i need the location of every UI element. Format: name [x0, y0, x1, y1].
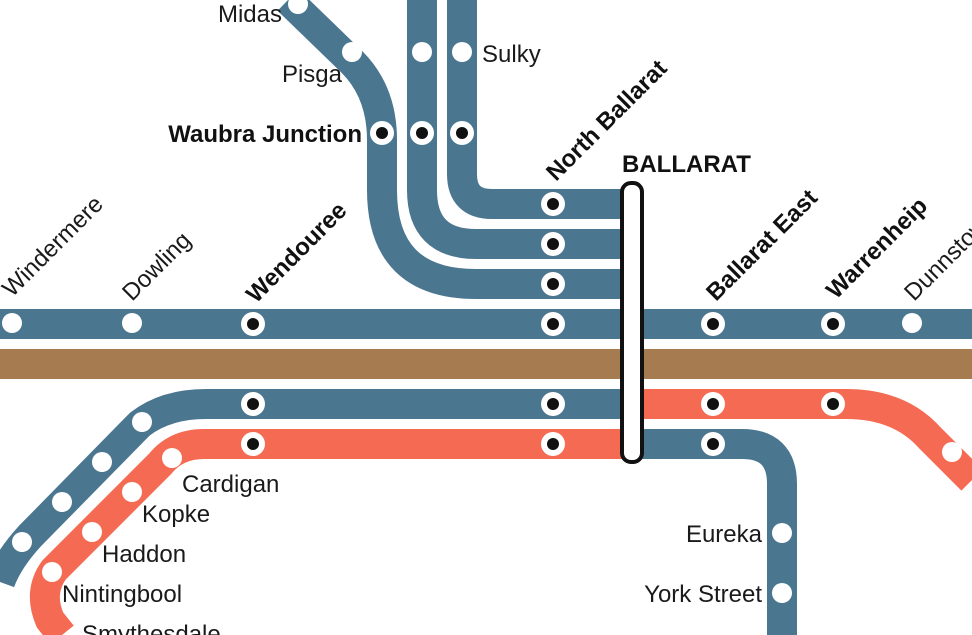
- stop-dunnstown[interactable]: [902, 313, 922, 333]
- station-label-kopke: Kopke: [142, 501, 210, 528]
- south-west-orange-line: [29, 429, 632, 635]
- station-label-dowling: Dowling: [117, 227, 196, 306]
- north-line-a: [407, 0, 632, 259]
- interchange-north-ballarat-1[interactable]: [541, 192, 565, 216]
- stop-windermere[interactable]: [2, 313, 22, 333]
- midas-line: [277, 0, 632, 299]
- station-label-cardigan: Cardigan: [182, 471, 279, 498]
- station-label-windermere: Windermere: [0, 191, 109, 303]
- interchange-wendouree-south-2[interactable]: [241, 432, 265, 456]
- east-orange-line: [632, 389, 972, 491]
- stop-east-orange[interactable]: [942, 442, 962, 462]
- hub-label-ballarat: BALLARAT: [622, 151, 751, 178]
- interchange-north-ballarat-4[interactable]: [541, 312, 565, 336]
- station-label-sulky: Sulky: [482, 41, 541, 68]
- station-label-pisga: Pisga: [282, 61, 343, 88]
- stop-york-street[interactable]: [772, 583, 792, 603]
- interchange-warrenheip[interactable]: [821, 312, 845, 336]
- interchange-wendouree-south-1[interactable]: [241, 392, 265, 416]
- interchange-waubra-2[interactable]: [410, 121, 434, 145]
- eureka-line: [632, 429, 797, 635]
- interchange-wendouree[interactable]: [241, 312, 265, 336]
- interchange-waubra-1[interactable]: [370, 121, 394, 145]
- station-label-eureka: Eureka: [686, 521, 763, 548]
- stop-haddon[interactable]: [82, 522, 102, 542]
- stop-midas[interactable]: [288, 0, 308, 14]
- station-label-midas: Midas: [218, 1, 282, 28]
- stop-blue-sw-1[interactable]: [132, 412, 152, 432]
- stop-blue-sw-4[interactable]: [12, 532, 32, 552]
- station-label-waubra-junction: Waubra Junction: [168, 121, 362, 148]
- interchange-waubra-3[interactable]: [450, 121, 474, 145]
- station-label-wendouree: Wendouree: [241, 197, 352, 308]
- interchange-ballarat-east-south-2[interactable]: [701, 432, 725, 456]
- sulky-line: [447, 0, 632, 219]
- regular-stops: [2, 0, 962, 603]
- stop-pisga[interactable]: [342, 42, 362, 62]
- stop-blue-sw-3[interactable]: [52, 492, 72, 512]
- stop-cardigan[interactable]: [162, 448, 182, 468]
- station-label-haddon: Haddon: [102, 541, 186, 568]
- station-label-smythesdale: Smythesdale: [82, 621, 221, 635]
- brown-band-line: [0, 349, 972, 379]
- station-label-ballarat-east: Ballarat East: [701, 184, 823, 306]
- stop-blue-sw-2[interactable]: [92, 452, 112, 472]
- interchange-north-ballarat-south-1[interactable]: [541, 392, 565, 416]
- interchange-north-ballarat-2[interactable]: [541, 232, 565, 256]
- interchange-ballarat-east[interactable]: [701, 312, 725, 336]
- interchange-north-ballarat-south-2[interactable]: [541, 432, 565, 456]
- stop-dowling[interactable]: [122, 313, 142, 333]
- interchange-ballarat-east-south-1[interactable]: [701, 392, 725, 416]
- stop-north-a[interactable]: [412, 42, 432, 62]
- interchange-stops: [241, 121, 845, 456]
- stop-sulky[interactable]: [452, 42, 472, 62]
- stop-nintingbool[interactable]: [42, 562, 62, 582]
- stop-kopke[interactable]: [122, 482, 142, 502]
- station-label-nintingbool: Nintingbool: [62, 581, 182, 608]
- stop-eureka[interactable]: [772, 523, 792, 543]
- interchange-warrenheip-south[interactable]: [821, 392, 845, 416]
- station-label-york-street: York Street: [644, 581, 762, 608]
- ballarat-hub-bar[interactable]: [620, 181, 644, 464]
- interchange-north-ballarat-3[interactable]: [541, 272, 565, 296]
